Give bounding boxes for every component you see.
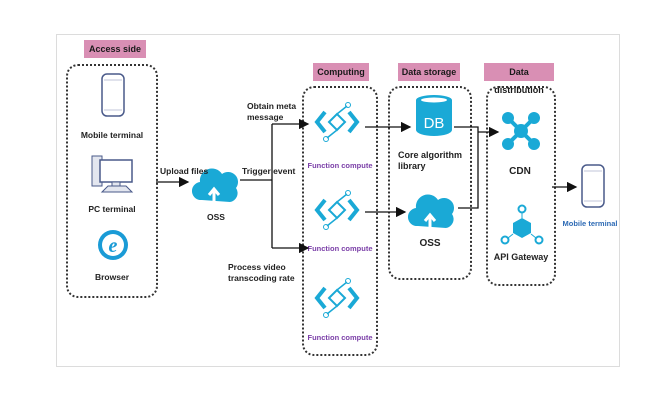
label-oss-center: OSS bbox=[207, 212, 225, 222]
label-obtain-meta-message: Obtain meta message bbox=[247, 101, 297, 122]
function-compute-icon bbox=[314, 190, 360, 230]
cdn-icon bbox=[502, 112, 540, 150]
label-process-video-transcoding: Process video transcoding rate bbox=[228, 262, 295, 283]
api-gateway-icon bbox=[500, 204, 544, 245]
svg-text:DB: DB bbox=[424, 115, 445, 132]
label-browser: Browser bbox=[94, 272, 129, 282]
browser-ie-icon: e bbox=[98, 230, 128, 260]
label-endpoint-mobile-terminal: Mobile terminal bbox=[562, 219, 618, 228]
label-function-compute-3: Function compute bbox=[307, 333, 373, 342]
function-compute-icon bbox=[314, 278, 360, 318]
label-trigger-event: Trigger event bbox=[242, 166, 296, 176]
mobile-phone-icon bbox=[581, 164, 605, 208]
oss-cloud-icon bbox=[192, 168, 238, 204]
label-api-gateway: API Gateway bbox=[493, 252, 549, 262]
label-core-algorithm-library: Core algorithm library bbox=[398, 150, 463, 171]
label-function-compute-1: Function compute bbox=[307, 161, 373, 170]
label-pc-terminal: PC terminal bbox=[88, 204, 136, 214]
header-access-side: Access side bbox=[84, 40, 146, 58]
header-data-storage: Data storage bbox=[398, 63, 460, 81]
group-computing bbox=[302, 86, 378, 356]
svg-text:e: e bbox=[109, 235, 118, 257]
header-computing: Computing bbox=[313, 63, 369, 81]
group-data-distribution bbox=[486, 86, 556, 286]
label-mobile-terminal: Mobile terminal bbox=[80, 130, 144, 140]
database-icon: DB bbox=[416, 95, 452, 136]
header-data-distribution: Data distribution bbox=[484, 63, 554, 95]
function-compute-icon bbox=[314, 102, 360, 142]
pc-terminal-icon bbox=[91, 155, 134, 193]
label-upload-files: Upload files bbox=[160, 166, 209, 176]
label-cdn: CDN bbox=[509, 166, 531, 177]
label-function-compute-2: Function compute bbox=[307, 244, 373, 253]
oss-cloud-icon bbox=[408, 194, 454, 230]
mobile-phone-icon bbox=[101, 73, 125, 117]
group-access-side bbox=[66, 64, 158, 298]
label-oss-storage: OSS bbox=[419, 238, 441, 249]
